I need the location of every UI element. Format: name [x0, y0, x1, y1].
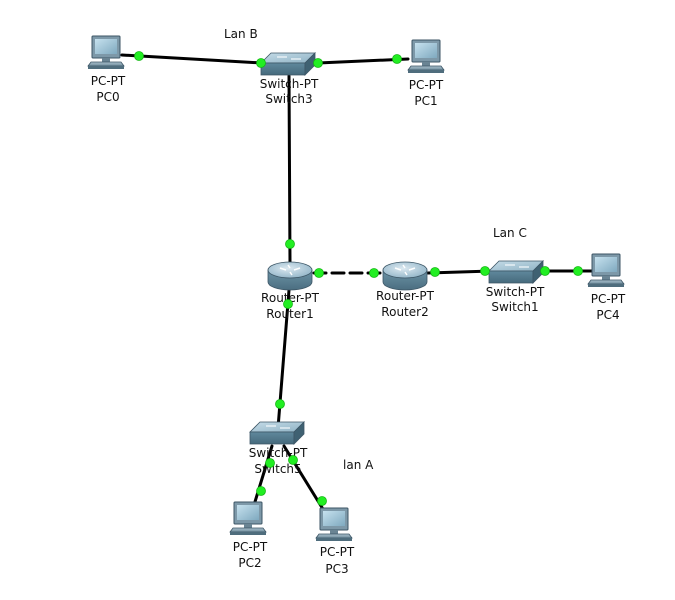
- port-indicator: [369, 268, 379, 278]
- pc2-name-label: PC2: [238, 556, 261, 570]
- port-indicator: [256, 58, 266, 68]
- router1-name-label: Router1: [266, 307, 313, 321]
- pc1-device[interactable]: PC-PT PC1: [407, 39, 445, 108]
- pc1-name-label: PC1: [414, 94, 437, 108]
- pc3-type-label: PC-PT: [320, 545, 355, 559]
- switch1-device[interactable]: Switch-PT Switch1: [486, 260, 545, 314]
- switch-icon: [249, 421, 305, 445]
- router1-device[interactable]: Router-PT Router1: [261, 261, 320, 321]
- switch5-device[interactable]: Switch-PT Switch5: [249, 421, 308, 476]
- pc2-device[interactable]: PC-PT PC2: [229, 501, 268, 570]
- pc-icon: [229, 501, 267, 535]
- pc0-type-label: PC-PT: [91, 74, 126, 88]
- pc-icon: [315, 507, 353, 541]
- port-indicator: [314, 268, 324, 278]
- pc-icon: [587, 253, 625, 287]
- switch3-device[interactable]: Switch-PT Switch3: [260, 52, 319, 106]
- switch3-type-label: Switch-PT: [260, 77, 319, 91]
- pc4-device[interactable]: PC-PT PC4: [587, 253, 626, 322]
- port-indicator: [275, 399, 285, 409]
- pc4-name-label: PC4: [596, 308, 619, 322]
- pc1-type-label: PC-PT: [409, 78, 444, 92]
- switch1-type-label: Switch-PT: [486, 285, 545, 299]
- switch5-type-label: Switch-PT: [249, 446, 308, 460]
- router-icon: [382, 261, 428, 291]
- port-indicator: [288, 455, 298, 465]
- link-switch5-pc2[interactable]: [252, 444, 274, 507]
- router2-device[interactable]: Router-PT Router2: [376, 261, 435, 319]
- switch3-name-label: Switch3: [265, 92, 312, 106]
- link-pc0-switch3[interactable]: [120, 53, 264, 65]
- link-switch3-router1[interactable]: [287, 74, 292, 265]
- port-indicator: [283, 299, 293, 309]
- switch-icon: [260, 52, 316, 76]
- pc-icon: [87, 35, 125, 69]
- port-indicator: [313, 58, 323, 68]
- router1-type-label: Router-PT: [261, 291, 320, 305]
- lan-a-label: lan A: [343, 458, 374, 472]
- pc3-device[interactable]: PC-PT PC3: [315, 507, 355, 576]
- router2-name-label: Router2: [381, 305, 428, 319]
- port-indicator: [265, 458, 275, 468]
- switch-icon: [488, 260, 544, 284]
- pc4-type-label: PC-PT: [591, 292, 626, 306]
- pc3-name-label: PC3: [325, 562, 348, 576]
- pc0-name-label: PC0: [96, 90, 119, 104]
- port-indicators: [134, 51, 583, 506]
- port-indicator: [317, 496, 327, 506]
- port-indicator: [480, 266, 490, 276]
- port-indicator: [573, 266, 583, 276]
- port-indicator: [540, 266, 550, 276]
- port-indicator: [285, 239, 295, 249]
- port-indicator: [392, 54, 402, 64]
- router-icon: [267, 261, 313, 291]
- lan-c-label: Lan C: [493, 226, 527, 240]
- port-indicator: [430, 267, 440, 277]
- port-indicator: [256, 486, 266, 496]
- lan-b-label: Lan B: [224, 27, 258, 41]
- router2-type-label: Router-PT: [376, 289, 435, 303]
- port-indicator: [134, 51, 144, 61]
- pc2-type-label: PC-PT: [233, 540, 268, 554]
- pc0-device[interactable]: PC-PT PC0: [87, 35, 126, 104]
- pc-icon: [407, 39, 445, 73]
- switch1-name-label: Switch1: [491, 300, 538, 314]
